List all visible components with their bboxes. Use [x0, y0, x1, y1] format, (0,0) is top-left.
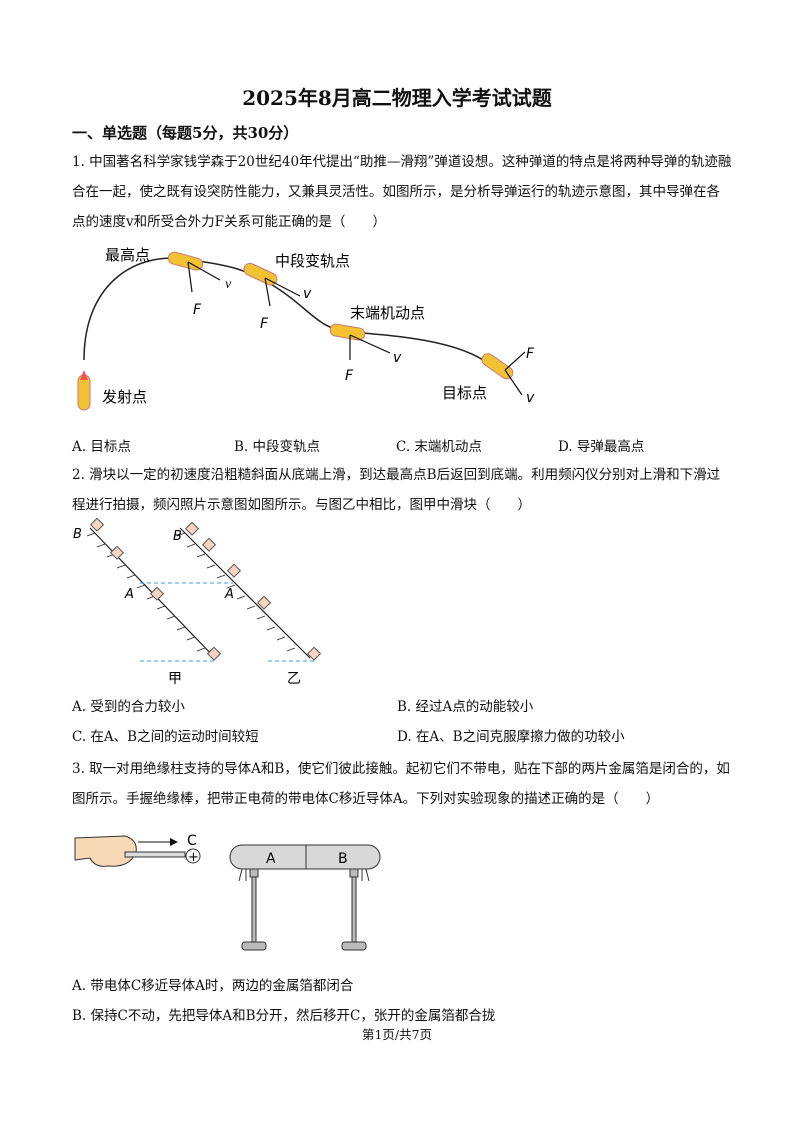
label-v: v	[303, 286, 312, 302]
label-end-point: 末端机动点	[350, 304, 425, 322]
label-v: v	[526, 390, 535, 406]
slider-blocks	[89, 518, 322, 661]
label-F: F	[345, 368, 354, 384]
q1-option-b[interactable]: B. 中段变轨点	[234, 439, 321, 455]
label-v: v	[225, 277, 232, 292]
missile-icon	[481, 353, 514, 380]
hatch-lines	[86, 532, 296, 652]
q1-option-c[interactable]: C. 末端机动点	[396, 439, 482, 455]
q2-option-b[interactable]: B. 经过A点的动能较小	[397, 699, 534, 715]
label-target-point: 目标点	[442, 384, 487, 402]
force-velocity-arrows	[187, 261, 526, 396]
label-mid-point: 中段变轨点	[275, 252, 350, 270]
insulating-rod	[124, 851, 186, 858]
label-v: v	[393, 350, 402, 366]
label-F: F	[526, 346, 535, 362]
page-title: 2025年8月高二物理入学考试试题	[242, 86, 552, 110]
label-top-point: 最高点	[105, 246, 150, 264]
missile-icon	[243, 262, 278, 286]
label-F: F	[260, 316, 269, 332]
label-C: C	[187, 833, 197, 849]
section-heading: 一、单选题（每题5分，共30分）	[72, 124, 299, 142]
label-B-jia: B	[73, 527, 82, 542]
label-F: F	[193, 302, 202, 318]
label-yi: 乙	[287, 671, 301, 687]
q2-option-d[interactable]: D. 在A、B之间克服摩擦力做的功较小	[397, 729, 625, 745]
insulating-stands	[241, 868, 367, 951]
label-A-yi: A	[224, 587, 234, 602]
question-2-text: 2. 滑块以一定的初速度沿粗糙斜面从底端上滑，到达最高点B后返回到底端。利用频闪…	[72, 467, 721, 513]
label-A: A	[266, 851, 276, 867]
trajectory-curve	[83, 257, 491, 366]
plus-sign: +	[188, 850, 199, 865]
missile-trajectory-figure: 最高点 中段变轨点 末端机动点 目标点 发射点 v F v F v F F v	[77, 246, 535, 411]
inclined-plane-figure: B B A A 甲 乙	[73, 518, 322, 687]
q3-option-a[interactable]: A. 带电体C移近导体A时，两边的金属箔都闭合	[72, 978, 354, 994]
question-1-text: 1. 中国著名科学家钱学森于20世纪40年代提出“助推—滑翔”弹道设想。这种弹道…	[72, 154, 732, 230]
q1-option-d[interactable]: D. 导弹最高点	[558, 439, 645, 455]
metal-foils	[238, 868, 370, 882]
missile-icon	[77, 370, 91, 411]
label-B: B	[338, 851, 348, 867]
hand-icon	[74, 835, 137, 867]
page-footer: 第1页/共7页	[361, 1027, 433, 1042]
q2-option-a[interactable]: A. 受到的合力较小	[72, 699, 185, 715]
q1-option-a[interactable]: A. 目标点	[72, 439, 131, 455]
conductor-experiment-figure: + C A B	[74, 833, 381, 951]
question-3-text: 3. 取一对用绝缘柱支持的导体A和B，使它们彼此接触。起初它们不带电，贴在下部的…	[72, 761, 730, 807]
label-jia: 甲	[168, 671, 182, 687]
charged-body-C	[185, 848, 201, 864]
label-A-jia: A	[124, 587, 134, 602]
label-B-yi: B	[173, 529, 182, 544]
q3-option-b[interactable]: B. 保持C不动，先把导体A和B分开，然后移开C，张开的金属箔都合拢	[72, 1008, 496, 1024]
q2-option-c[interactable]: C. 在A、B之间的运动时间较短	[72, 729, 259, 745]
conductor-AB	[229, 844, 381, 870]
label-launch-point: 发射点	[102, 388, 147, 406]
missile-icon	[329, 323, 366, 341]
